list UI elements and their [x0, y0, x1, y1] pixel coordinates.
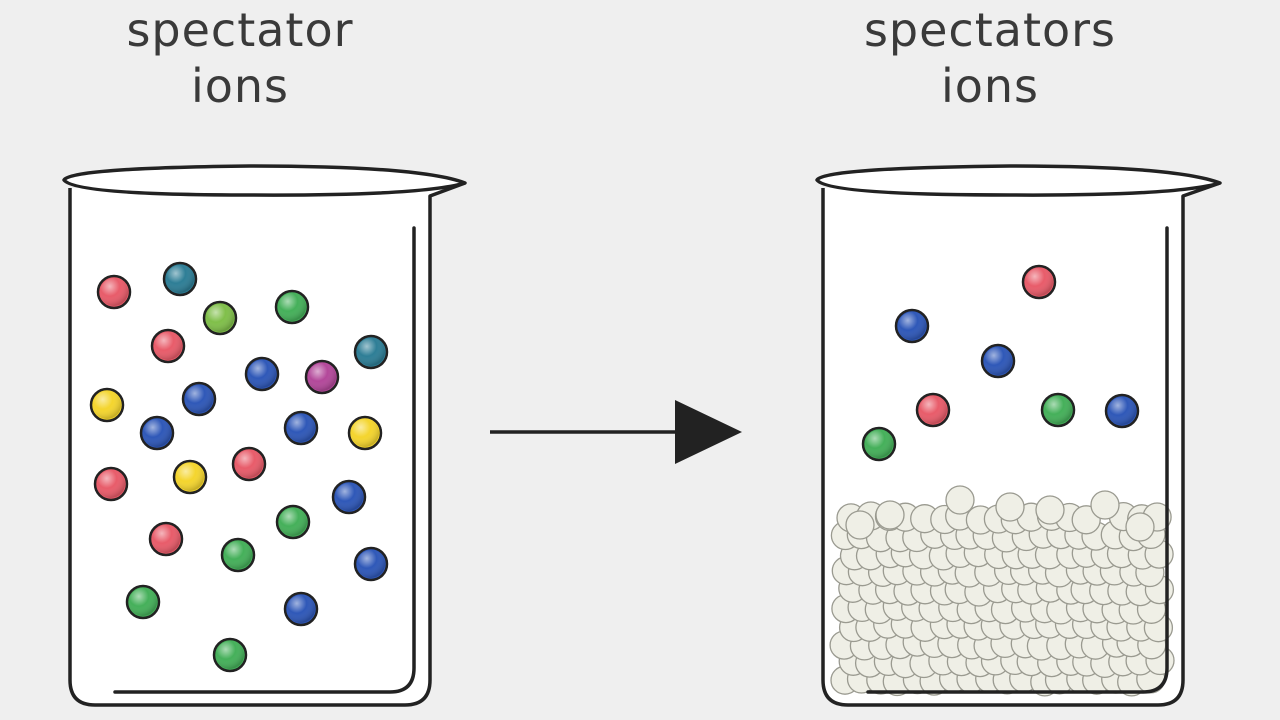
yellow-ion-shading [176, 463, 204, 491]
right-title-line1: spectators [863, 3, 1117, 57]
green-ion-shading [279, 508, 307, 536]
green-ion-shading [216, 641, 244, 669]
left-title-line2: ions [190, 59, 290, 113]
green-ion-shading [129, 588, 157, 616]
blue-ion-shading [898, 312, 926, 340]
left-beaker-body [68, 181, 466, 707]
green-ion-shading [278, 293, 306, 321]
blue-ion-shading [984, 347, 1012, 375]
teal-ion-shading [166, 265, 194, 293]
left-beaker-title: spectator ions [90, 2, 390, 114]
blue-ion-shading [287, 414, 315, 442]
precipitate-particle [995, 492, 1025, 522]
right-beaker-inner-wall [866, 226, 1169, 694]
red-ion-shading [235, 450, 263, 478]
right-beaker-title: spectators ions [840, 2, 1140, 114]
green-ion-shading [224, 541, 252, 569]
left-ion-group [89, 261, 389, 673]
right-title-line2: ions [940, 59, 1040, 113]
blue-ion-shading [248, 360, 276, 388]
precipitate-particle [875, 500, 905, 530]
blue-ion-shading [1108, 397, 1136, 425]
purple-ion-shading [308, 363, 336, 391]
left-beaker-rim [62, 164, 467, 197]
left-beaker [62, 164, 467, 707]
blue-ion-shading [185, 385, 213, 413]
red-ion-shading [152, 525, 180, 553]
precipitate-particle [1035, 495, 1065, 525]
precipitate-particle [1125, 512, 1155, 542]
yellow-ion-shading [351, 419, 379, 447]
red-ion-shading [1025, 268, 1053, 296]
precipitate-particle [845, 510, 875, 540]
precipitate-particle [945, 485, 975, 515]
arrow-head [675, 400, 742, 464]
blue-ion-shading [335, 483, 363, 511]
right-ion-group [861, 264, 1140, 462]
green-ion-shading [1044, 396, 1072, 424]
blue-ion-shading [357, 550, 385, 578]
green-ion-shading [865, 430, 893, 458]
red-ion-shading [97, 470, 125, 498]
precipitate-pile [829, 485, 1175, 697]
left-beaker-inner-wall [113, 226, 416, 694]
yellow-ion-shading [93, 391, 121, 419]
blue-ion-shading [143, 419, 171, 447]
red-ion-shading [919, 396, 947, 424]
teal-ion-shading [357, 338, 385, 366]
lime-ion-shading [206, 304, 234, 332]
blue-ion-shading [287, 595, 315, 623]
red-ion-shading [154, 332, 182, 360]
precipitate-particle [1090, 490, 1120, 520]
right-beaker [815, 164, 1222, 707]
red-ion-shading [100, 278, 128, 306]
reaction-arrow [490, 400, 742, 464]
right-beaker-rim [815, 164, 1222, 197]
left-title-line1: spectator [126, 3, 354, 57]
